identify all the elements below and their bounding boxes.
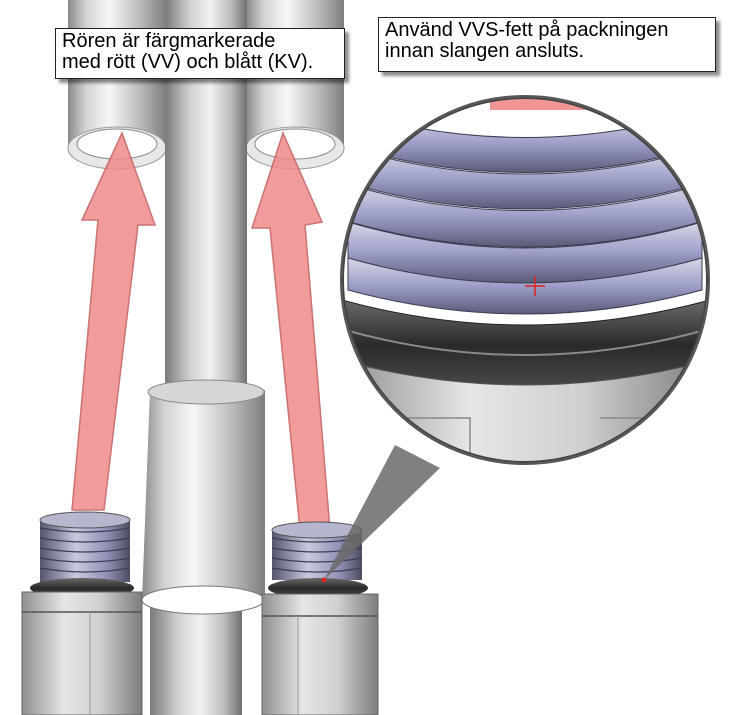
fitting-right [262, 522, 378, 715]
fitting-left [22, 512, 142, 715]
magnifier-pointer [324, 445, 440, 580]
arrow-left [72, 133, 155, 510]
gasket-grease-callout: Använd VVS-fett på packningen innan slan… [378, 17, 716, 72]
magnifier-lens-icon [340, 90, 710, 470]
pipe-color-callout: Rören är färgmarkerade med rött (VV) och… [55, 28, 345, 79]
pipe-right-upper [246, 0, 344, 169]
